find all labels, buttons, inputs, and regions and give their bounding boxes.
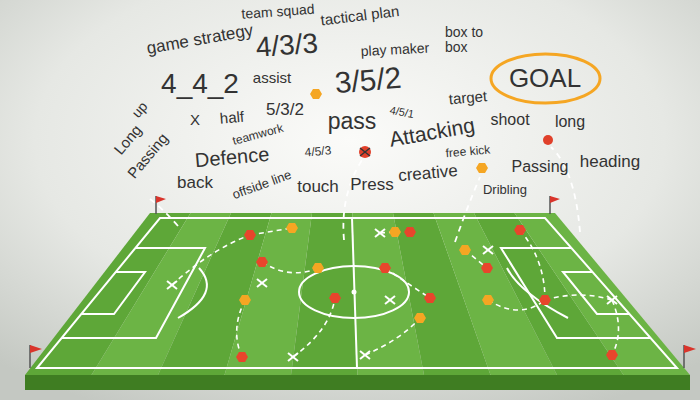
corner-flags [30,196,696,368]
tactic-label: Dribling [483,183,527,197]
cross-marks [167,229,617,361]
tactic-label: 3/5/2 [333,61,402,100]
tactic-label: 4_4_2 [161,69,239,100]
tactic-label: pass [328,109,377,134]
pitch-markers [236,223,618,362]
field-lines [37,218,677,368]
goal-text: GOAL [509,64,581,93]
tactic-label: long [555,113,585,131]
player-marker [359,146,371,158]
tactic-label: box to box [445,25,491,56]
tactic-label: Passing [512,158,569,176]
tactic-label: touch [297,178,339,197]
tactic-label: Press [350,176,393,195]
tactic-label: shoot [490,111,529,129]
cross-mark [360,148,370,156]
center-spot [352,290,357,295]
tactic-label: 4/3/3 [255,28,319,63]
tactic-label: half [219,109,245,128]
player-marker [310,89,322,99]
pitch-stripes [25,213,690,375]
tactic-label: assist [253,70,291,87]
tactic-label: 5/3/2 [266,101,304,120]
tactic-label: target [448,88,488,108]
player-marker [543,135,553,145]
play-lines [172,228,619,357]
tactic-label: 4/5/3 [304,144,332,159]
goal-circle: GOAL [489,52,602,105]
circle-ring [491,54,600,103]
pitch-edge [25,375,690,390]
player-marker [476,163,488,173]
tactic-label: back [177,174,213,193]
tactic-label: heading [580,153,641,172]
tactic-label: X [190,112,200,129]
